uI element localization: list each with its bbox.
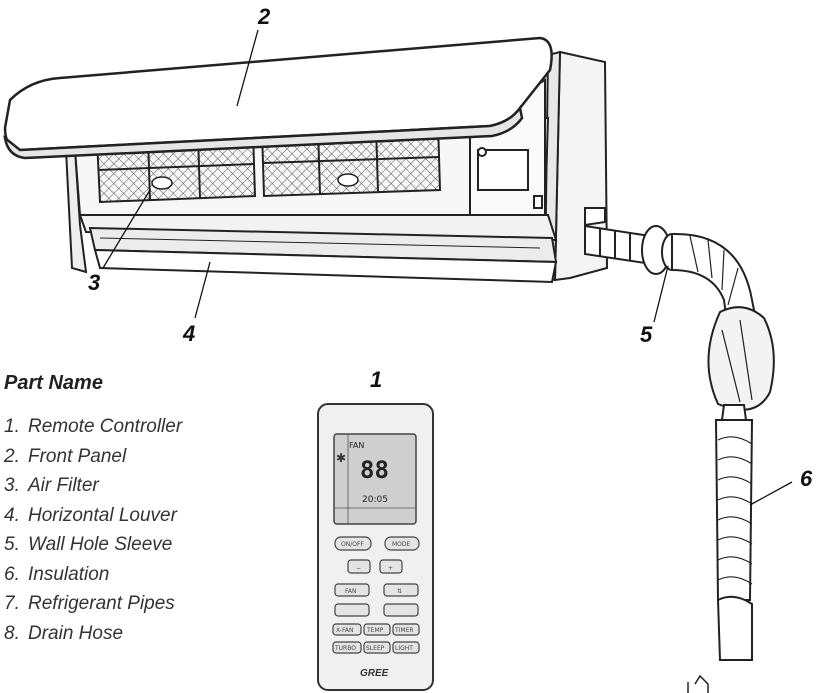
callout-6: 6 <box>800 466 813 491</box>
part-item: 6.Insulation <box>4 563 110 585</box>
fan-button <box>334 583 370 597</box>
leader-lines <box>102 29 793 506</box>
on-off-button <box>334 536 372 551</box>
svg-text:ON/OFF: ON/OFF <box>341 541 364 548</box>
callout-4: 4 <box>183 321 196 346</box>
remote-brand: GREE <box>360 668 389 679</box>
xfan-button <box>332 623 362 636</box>
part-item: 3.Air Filter <box>4 475 99 496</box>
lcd-mode-text: FAN <box>349 441 364 450</box>
remote-button-labels: ON/OFF MODE − + FAN ⇅ X-FAN TEMP TIMER T… <box>334 541 414 652</box>
light-button <box>392 641 420 654</box>
svg-text:+: + <box>388 565 393 572</box>
lcd-time: 20:05 <box>362 495 388 505</box>
temp-button <box>363 623 391 636</box>
part-item: 4.Horizontal Louver <box>4 504 177 526</box>
remote-controller: FAN 88 20:05 ✱ ON/OFF MODE − + FAN <box>317 403 434 691</box>
callout-3: 3 <box>88 270 101 295</box>
svg-text:TURBO: TURBO <box>334 645 356 652</box>
turbo-button <box>332 641 362 654</box>
part-item: 2.Front Panel <box>4 445 127 467</box>
wall-hole-sleeve <box>584 207 775 411</box>
leader-horizontal-louver <box>194 261 211 319</box>
blank-right-button <box>383 603 419 617</box>
svg-text:X-FAN: X-FAN <box>336 627 353 634</box>
part-item: 5.Wall Hole Sleeve <box>4 534 173 555</box>
svg-text:FAN: FAN <box>345 588 357 595</box>
lcd-temp: 88 <box>360 456 389 484</box>
part-item: 1.Remote Controller <box>4 416 183 437</box>
part-name-title: Part Name <box>4 372 103 394</box>
plus-button <box>379 559 403 574</box>
svg-text:⇅: ⇅ <box>397 588 402 595</box>
mode-button <box>384 536 420 551</box>
callout-2: 2 <box>258 4 271 29</box>
lcd-display <box>333 433 417 525</box>
leader-air-filter <box>102 189 151 269</box>
callout-5: 5 <box>640 322 653 347</box>
svg-text:SLEEP: SLEEP <box>366 645 385 652</box>
sleep-button <box>363 641 391 654</box>
svg-text:TEMP: TEMP <box>366 627 384 634</box>
drain-hose <box>687 674 709 693</box>
blank-left-button <box>334 603 370 617</box>
leader-insulation <box>749 481 793 506</box>
leader-wall-hole-sleeve <box>653 265 669 323</box>
part-item: 7.Refrigerant Pipes <box>4 593 175 614</box>
minus-button <box>347 559 371 574</box>
swing-button <box>383 583 419 597</box>
svg-text:−: − <box>356 565 361 572</box>
svg-text:LIGHT: LIGHT <box>395 645 413 652</box>
callout-1: 1 <box>370 367 383 392</box>
part-item: 8.Drain Hose <box>4 622 124 644</box>
snowflake-icon: ✱ <box>336 451 346 465</box>
svg-text:TIMER: TIMER <box>394 627 414 634</box>
front-panel <box>3 36 553 160</box>
part-name-list: 1.Remote Controller 2.Front Panel 3.Air … <box>4 412 182 648</box>
remote-buttons <box>332 536 420 654</box>
leader-front-panel <box>236 29 259 107</box>
timer-button <box>392 623 420 636</box>
svg-text:MODE: MODE <box>392 541 411 548</box>
insulation <box>714 404 754 661</box>
